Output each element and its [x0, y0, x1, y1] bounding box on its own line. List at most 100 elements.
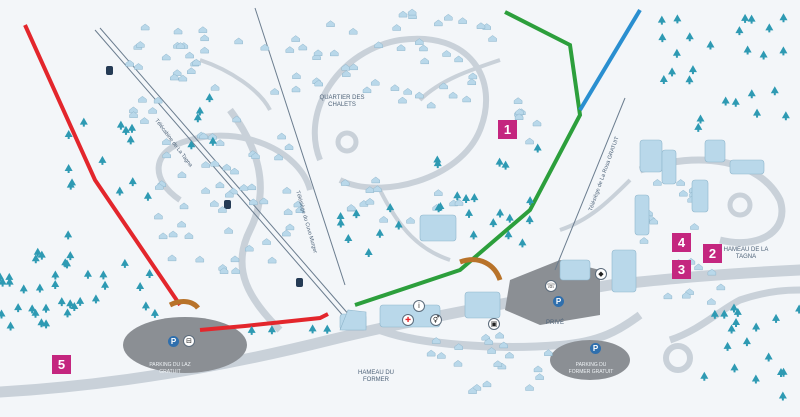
chalet — [398, 10, 408, 18]
chalet — [373, 185, 382, 193]
chalet — [488, 35, 497, 42]
chalet — [298, 43, 308, 51]
chalet — [210, 159, 219, 167]
fir-tree — [126, 135, 135, 145]
road-small-3 — [378, 189, 451, 262]
fir-tree — [759, 50, 768, 60]
chalet — [249, 198, 258, 206]
chalet — [134, 63, 143, 70]
fir-tree — [150, 308, 159, 318]
fir-tree — [66, 251, 75, 261]
fir-tree — [465, 208, 474, 218]
fir-tree — [781, 111, 790, 121]
chalet — [215, 181, 225, 189]
fir-tree — [518, 238, 527, 248]
chalet — [125, 59, 134, 67]
blue-piste — [578, 8, 642, 112]
fir-tree — [688, 65, 697, 75]
marker-2[interactable]: 2 — [703, 244, 722, 263]
chalet — [379, 215, 388, 223]
fir-tree — [64, 163, 73, 173]
chalet — [431, 337, 441, 344]
fir-tree — [764, 352, 773, 362]
chalet — [716, 283, 726, 291]
chalet — [426, 349, 436, 357]
tagna-buildings — [339, 139, 765, 331]
chalet — [487, 347, 496, 354]
chalet — [172, 69, 182, 76]
chalet — [140, 117, 149, 124]
fir-tree — [733, 307, 742, 317]
chalet — [285, 46, 295, 53]
chalet — [420, 57, 430, 65]
fir-tree — [685, 75, 694, 85]
fir-tree — [42, 303, 51, 313]
toilets-icon: ⚥ — [430, 314, 442, 326]
fir-tree — [770, 86, 779, 96]
fir-tree — [706, 40, 715, 50]
fir-tree — [673, 14, 682, 24]
fir-tree — [533, 143, 542, 153]
chalet — [251, 152, 260, 159]
fir-tree — [469, 230, 478, 240]
access-path-2 — [459, 257, 503, 281]
chalet — [282, 229, 291, 237]
fir-tree — [526, 196, 535, 206]
chalet — [707, 268, 717, 276]
marker-1[interactable]: 1 — [498, 120, 517, 139]
road-tagna — [638, 156, 786, 247]
red-piste-1 — [23, 24, 182, 307]
chalet — [454, 199, 464, 206]
chalet — [514, 113, 524, 121]
bus-stop-icon: ▣ — [488, 318, 500, 330]
fir-tree — [729, 303, 738, 313]
fir-tree — [743, 45, 752, 55]
chalet — [442, 50, 451, 57]
chairlift-cuvo — [254, 7, 346, 286]
chalet — [267, 256, 277, 264]
parking-area-former — [550, 340, 630, 380]
chalet — [178, 74, 188, 82]
fir-tree — [394, 220, 403, 230]
chalet — [162, 151, 172, 159]
prive-label: PRIVÉ — [545, 320, 564, 326]
chalet — [224, 227, 233, 234]
chalet — [282, 186, 292, 194]
chalet — [184, 232, 194, 239]
chalet — [653, 179, 662, 186]
chalet — [148, 107, 157, 114]
fir-tree — [710, 309, 719, 319]
chalet — [277, 132, 286, 140]
parking-du-laz-label: PARKING DU LAZ GRATUIT — [149, 362, 191, 375]
chalet — [200, 34, 209, 42]
marker-3[interactable]: 3 — [672, 260, 691, 279]
marker-5[interactable]: 5 — [52, 355, 71, 374]
fir-tree — [205, 93, 214, 103]
chalet-buildings — [125, 8, 726, 394]
chalet — [259, 197, 269, 205]
fir-tree — [344, 234, 353, 244]
chalet — [694, 263, 703, 271]
fir-tree — [352, 209, 361, 219]
chalet — [544, 349, 553, 356]
chalet — [341, 63, 350, 71]
fir-tree — [730, 363, 739, 373]
chalet — [158, 232, 168, 240]
gondola-car-3 — [296, 278, 303, 287]
fir-tree — [5, 272, 14, 282]
fir-tree — [195, 106, 204, 116]
chalet — [153, 96, 163, 104]
fir-tree — [721, 96, 730, 106]
roundabout-1 — [335, 130, 359, 154]
chalet — [210, 83, 220, 91]
marker-4[interactable]: 4 — [672, 233, 691, 252]
road-small-2 — [199, 58, 272, 111]
fir-tree — [79, 117, 88, 127]
chalet — [330, 49, 339, 57]
chalet — [454, 343, 463, 350]
chalet — [426, 101, 436, 109]
chalet — [222, 163, 231, 171]
chalet — [415, 91, 424, 99]
chalet — [219, 267, 229, 274]
fir-tree — [64, 230, 73, 240]
